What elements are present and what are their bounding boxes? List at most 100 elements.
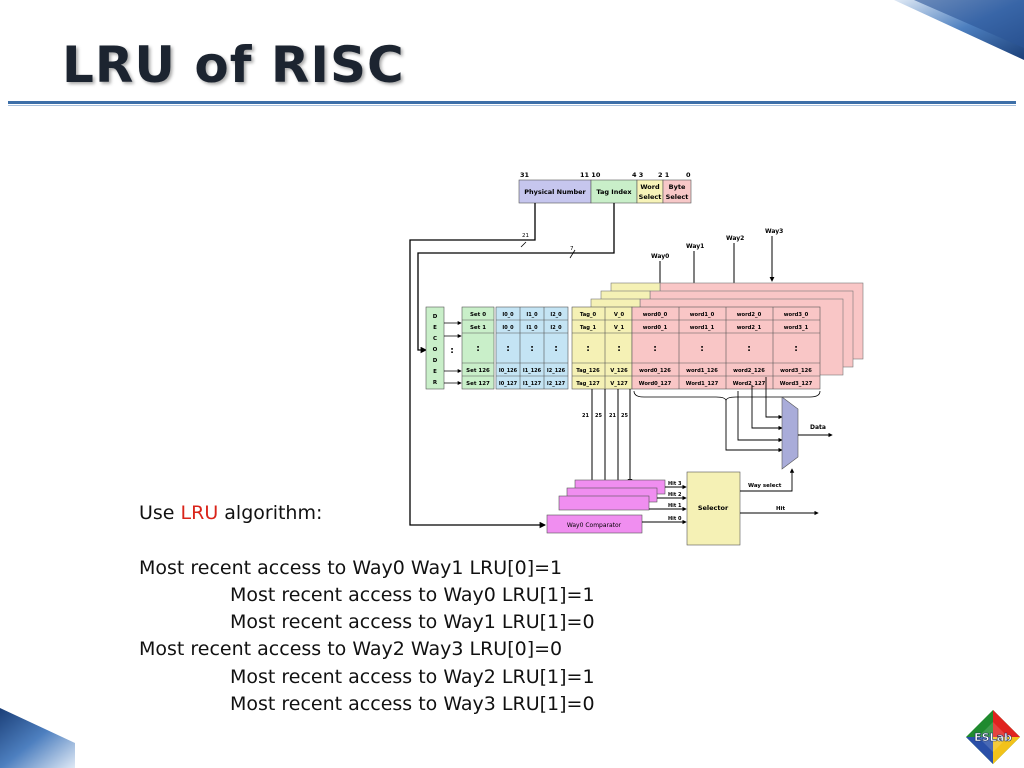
svg-text:word1_0: word1_0 <box>690 312 715 318</box>
rule-line: Most recent access to Way3 LRU[1]=0 <box>230 693 595 716</box>
set-126-label: Set 126 <box>466 368 490 374</box>
svg-text:word2_0: word2_0 <box>737 312 762 318</box>
svg-text:I1_126: I1_126 <box>523 368 542 374</box>
svg-text:Hit 2: Hit 2 <box>668 492 682 498</box>
svg-text::: : <box>617 344 621 354</box>
set-column: Set 0 Set 1 : Set 126 Set 127 <box>461 306 495 390</box>
lru-bits-table: I0_0 I0_0 : I0_126 I0_127 I1_0 I1_0 : I1… <box>495 306 569 390</box>
svg-text::: : <box>506 344 510 354</box>
svg-text:I1_0: I1_0 <box>526 325 538 331</box>
tag-valid-table: Tag_0 Tag_1 : Tag_126 Tag_127 V_0 V_1 : … <box>571 306 633 390</box>
svg-text:I0_0: I0_0 <box>502 312 514 318</box>
way1-label: Way1 <box>686 243 704 250</box>
svg-text::: : <box>794 344 798 354</box>
svg-text::: : <box>450 346 454 356</box>
svg-text:word0_1: word0_1 <box>643 325 668 331</box>
set-0-label: Set 0 <box>470 312 486 318</box>
data-mux <box>781 396 799 470</box>
svg-text::: : <box>530 344 534 354</box>
svg-text:word1_126: word1_126 <box>686 368 718 374</box>
title-divider-shadow <box>8 105 1016 106</box>
svg-text:Hit 1: Hit 1 <box>668 503 682 509</box>
svg-text:V_126: V_126 <box>610 368 628 374</box>
way-input-arrows: Way0 Way1 Way2 Way3 <box>651 228 783 304</box>
address-buses <box>409 203 615 529</box>
bit-11-10: 11 10 <box>580 171 601 179</box>
svg-text:I0_126: I0_126 <box>499 368 518 374</box>
way2-label: Way2 <box>726 235 744 242</box>
svg-text:word3_1: word3_1 <box>784 325 809 331</box>
hit-lines <box>642 484 687 525</box>
svg-text:I1_127: I1_127 <box>523 381 542 387</box>
svg-text::: : <box>747 344 751 354</box>
svg-text:I2_0: I2_0 <box>550 312 562 318</box>
svg-text:R: R <box>433 380 438 386</box>
hit-output-label: Hit <box>776 506 785 512</box>
byte-select-label-1: Byte <box>669 183 686 191</box>
svg-text:Tag_0: Tag_0 <box>580 312 597 318</box>
tag-index-label: Tag Index <box>596 188 632 196</box>
svg-text:word1_1: word1_1 <box>690 325 715 331</box>
svg-text:I0_127: I0_127 <box>499 381 518 387</box>
svg-text:21: 21 <box>609 413 616 419</box>
svg-text:word0_0: word0_0 <box>643 312 668 318</box>
tag-bus-line <box>409 203 547 529</box>
svg-text:E: E <box>433 369 437 375</box>
word-brace <box>633 390 821 402</box>
way-comparators: Way0 Comparator <box>546 479 666 534</box>
corner-decoration-top-right <box>894 0 1024 60</box>
svg-text:word2_1: word2_1 <box>737 325 762 331</box>
rule-line: Most recent access to Way2 Way3 LRU[0]=0 <box>139 638 563 661</box>
selector-label: Selector <box>698 504 729 512</box>
svg-text:I1_0: I1_0 <box>526 312 538 318</box>
svg-text:21: 21 <box>582 413 589 419</box>
address-register: 31 11 10 4 3 2 1 0 Physical Number Tag I… <box>518 171 692 204</box>
byte-select-field <box>662 179 692 204</box>
svg-text:I2_0: I2_0 <box>550 325 562 331</box>
svg-text:Word3_127: Word3_127 <box>780 381 813 387</box>
index-bus-width: 7 <box>570 246 574 252</box>
svg-text::: : <box>586 344 590 354</box>
svg-text:Word1_127: Word1_127 <box>686 381 719 387</box>
index-bus-line <box>417 203 615 354</box>
corner-decoration-bottom-left <box>0 708 75 768</box>
blank-line <box>139 527 595 554</box>
way3-label: Way3 <box>765 228 783 235</box>
svg-text:word2_126: word2_126 <box>733 368 765 374</box>
cache-diagram: 31 11 10 4 3 2 1 0 Physical Number Tag I… <box>400 165 870 550</box>
svg-text:word0_126: word0_126 <box>639 368 671 374</box>
svg-text:D: D <box>433 358 438 364</box>
svg-text:Hit 3: Hit 3 <box>668 481 682 487</box>
svg-text:Word0_127: Word0_127 <box>639 381 672 387</box>
decoder: D E C O D E R : <box>425 306 462 390</box>
slide-title: LRU of RISC <box>62 36 405 94</box>
svg-text::: : <box>700 344 704 354</box>
svg-text:I2_126: I2_126 <box>547 368 566 374</box>
bit-2-1: 2 1 <box>658 171 670 179</box>
physical-number-label: Physical Number <box>524 188 586 196</box>
data-mux-lines <box>725 377 783 453</box>
rule-line: Most recent access to Way0 Way1 LRU[0]=1 <box>139 556 563 579</box>
svg-text:Hit 0: Hit 0 <box>668 516 682 522</box>
svg-text::: : <box>554 344 558 354</box>
title-divider <box>8 101 1016 104</box>
word-data-table: word0_0 word0_1 : word0_126 Word0_127 wo… <box>631 306 821 390</box>
svg-text:C: C <box>433 336 437 342</box>
rule-line: Most recent access to Way2 LRU[1]=1 <box>230 665 595 688</box>
svg-text:word3_0: word3_0 <box>784 312 809 318</box>
bit-0: 0 <box>686 171 691 179</box>
word-select-label-1: Word <box>640 183 660 191</box>
svg-text:D: D <box>433 314 438 320</box>
bit-4-3: 4 3 <box>632 171 643 179</box>
eslab-logo: ESLab <box>966 710 1020 764</box>
word-select-label-2: Select <box>639 193 662 201</box>
cache-diagram-svg: 31 11 10 4 3 2 1 0 Physical Number Tag I… <box>409 171 864 546</box>
lru-explanation: Use LRU algorithm: Most recent access to… <box>139 500 595 718</box>
intro-line: Use LRU algorithm: <box>139 502 323 524</box>
data-label: Data <box>810 424 826 431</box>
set-127-label: Set 127 <box>466 381 490 387</box>
svg-text:25: 25 <box>595 413 602 419</box>
way-select-label: Way select <box>748 483 782 489</box>
byte-select-label-2: Select <box>666 193 689 201</box>
set-1-label: Set 1 <box>470 325 486 331</box>
